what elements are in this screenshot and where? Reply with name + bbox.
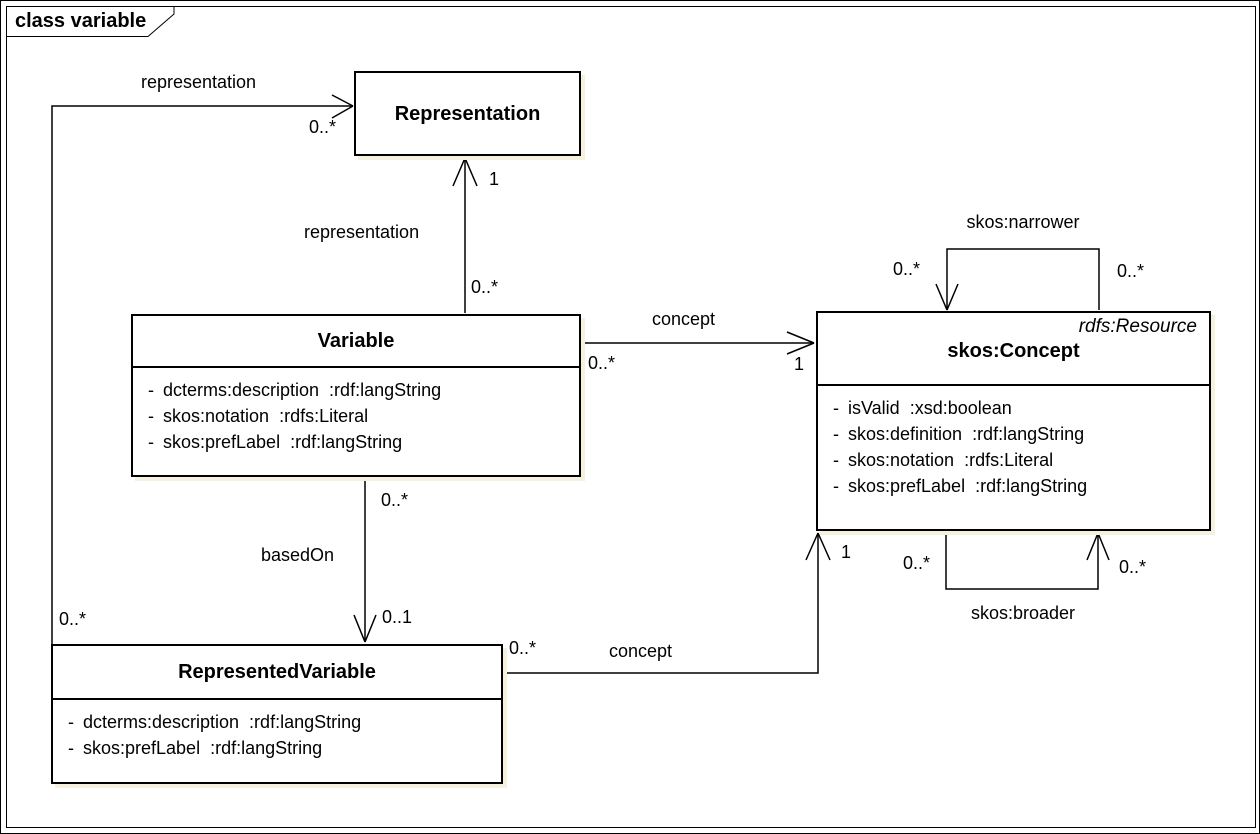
attribute-row[interactable]: - skos:definition :rdf:langString: [818, 421, 1209, 447]
diagram-frame: [6, 6, 1256, 828]
open-arrowhead-icon: [331, 94, 354, 119]
association-label: skos:broader: [970, 603, 1076, 623]
multiplicity-label: 0..*: [471, 277, 499, 297]
attribute-row[interactable]: - isValid :xsd:boolean: [818, 395, 1209, 421]
association-label: concept: [651, 309, 716, 329]
attribute-text: skos:prefLabel :rdf:langString: [848, 476, 1088, 496]
compartment-separator: [818, 384, 1209, 386]
attribute-text: dcterms:description :rdf:langString: [83, 712, 362, 732]
class-box-skos-concept[interactable]: rdfs:Resource skos:Concept - isValid :xs…: [816, 311, 1211, 531]
visibility-marker: -: [833, 450, 839, 470]
open-arrowhead-icon: [353, 614, 377, 643]
association-line[interactable]: [946, 248, 1100, 310]
attribute-row[interactable]: - skos:prefLabel :rdf:langString: [818, 473, 1209, 499]
association-label: representation: [140, 72, 257, 92]
class-box-representation[interactable]: Representation: [354, 71, 581, 156]
attribute-row[interactable]: - dcterms:description :rdf:langString: [53, 709, 501, 735]
attribute-text: dcterms:description :rdf:langString: [163, 380, 442, 400]
class-box-variable[interactable]: Variable - dcterms:description :rdf:lang…: [131, 314, 581, 477]
multiplicity-label: 0..*: [509, 638, 537, 658]
multiplicity-label: 0..*: [893, 259, 921, 279]
association-line[interactable]: [51, 105, 353, 644]
association-line[interactable]: [504, 533, 819, 674]
association-label: basedOn: [261, 545, 335, 565]
attribute-text: skos:prefLabel :rdf:langString: [163, 432, 403, 452]
multiplicity-label: 1: [794, 354, 805, 374]
compartment-separator: [53, 698, 501, 700]
multiplicity-label: 0..*: [381, 490, 409, 510]
association-representedvariable-representation[interactable]: [51, 94, 354, 644]
association-concept-narrower[interactable]: [935, 248, 1100, 311]
visibility-marker: -: [148, 380, 154, 400]
attribute-text: skos:definition :rdf:langString: [848, 424, 1085, 444]
visibility-marker: -: [68, 712, 74, 732]
class-name: RepresentedVariable: [178, 661, 376, 683]
class-name: Variable: [317, 330, 395, 352]
attribute-row[interactable]: - dcterms:description :rdf:langString: [133, 377, 579, 403]
visibility-marker: -: [833, 424, 839, 444]
association-label: representation: [304, 222, 420, 242]
class-box-representedvariable[interactable]: RepresentedVariable - dcterms:descriptio…: [51, 644, 503, 784]
class-name: Representation: [394, 102, 541, 125]
frame-title: class variable: [15, 10, 147, 32]
multiplicity-label: 0..1: [382, 607, 413, 627]
visibility-marker: -: [148, 406, 154, 426]
multiplicity-label: 1: [489, 169, 500, 189]
open-arrowhead-icon: [935, 283, 959, 311]
association-line[interactable]: [945, 532, 1099, 590]
compartment-separator: [133, 366, 579, 368]
association-variable-basedon[interactable]: [353, 478, 377, 643]
open-arrowhead-icon: [805, 532, 831, 561]
visibility-marker: -: [833, 476, 839, 496]
attribute-text: skos:notation :rdfs:Literal: [163, 406, 369, 426]
multiplicity-label: 0..*: [903, 553, 931, 573]
multiplicity-label: 0..*: [59, 609, 87, 629]
attribute-text: skos:prefLabel :rdf:langString: [83, 738, 323, 758]
association-concept-broader[interactable]: [945, 532, 1110, 590]
attribute-row[interactable]: - skos:notation :rdfs:Literal: [818, 447, 1209, 473]
attribute-text: skos:notation :rdfs:Literal: [848, 450, 1054, 470]
open-arrowhead-icon: [452, 157, 478, 187]
attribute-row[interactable]: - skos:prefLabel :rdf:langString: [53, 735, 501, 761]
multiplicity-label: 0..*: [588, 353, 616, 373]
class-stereotype: rdfs:Resource: [1078, 316, 1197, 337]
multiplicity-label: 0..*: [309, 117, 337, 137]
attribute-row[interactable]: - skos:prefLabel :rdf:langString: [133, 429, 579, 455]
open-arrowhead-icon: [1086, 532, 1110, 561]
association-representedvariable-concept[interactable]: [504, 532, 831, 674]
open-arrowhead-icon: [786, 331, 815, 355]
visibility-marker: -: [833, 398, 839, 418]
visibility-marker: -: [148, 432, 154, 452]
multiplicity-label: 0..*: [1119, 557, 1147, 577]
multiplicity-label: 1: [841, 542, 852, 562]
multiplicity-label: 0..*: [1117, 261, 1145, 281]
visibility-marker: -: [68, 738, 74, 758]
attribute-text: isValid :xsd:boolean: [848, 398, 1012, 418]
association-variable-representation[interactable]: [452, 157, 478, 313]
frame-title-tab: [6, 6, 175, 37]
class-name: skos:Concept: [947, 340, 1080, 362]
association-label: concept: [609, 641, 673, 661]
association-label: skos:narrower: [966, 212, 1080, 232]
association-variable-concept[interactable]: [582, 331, 815, 355]
attribute-row[interactable]: - skos:notation :rdfs:Literal: [133, 403, 579, 429]
